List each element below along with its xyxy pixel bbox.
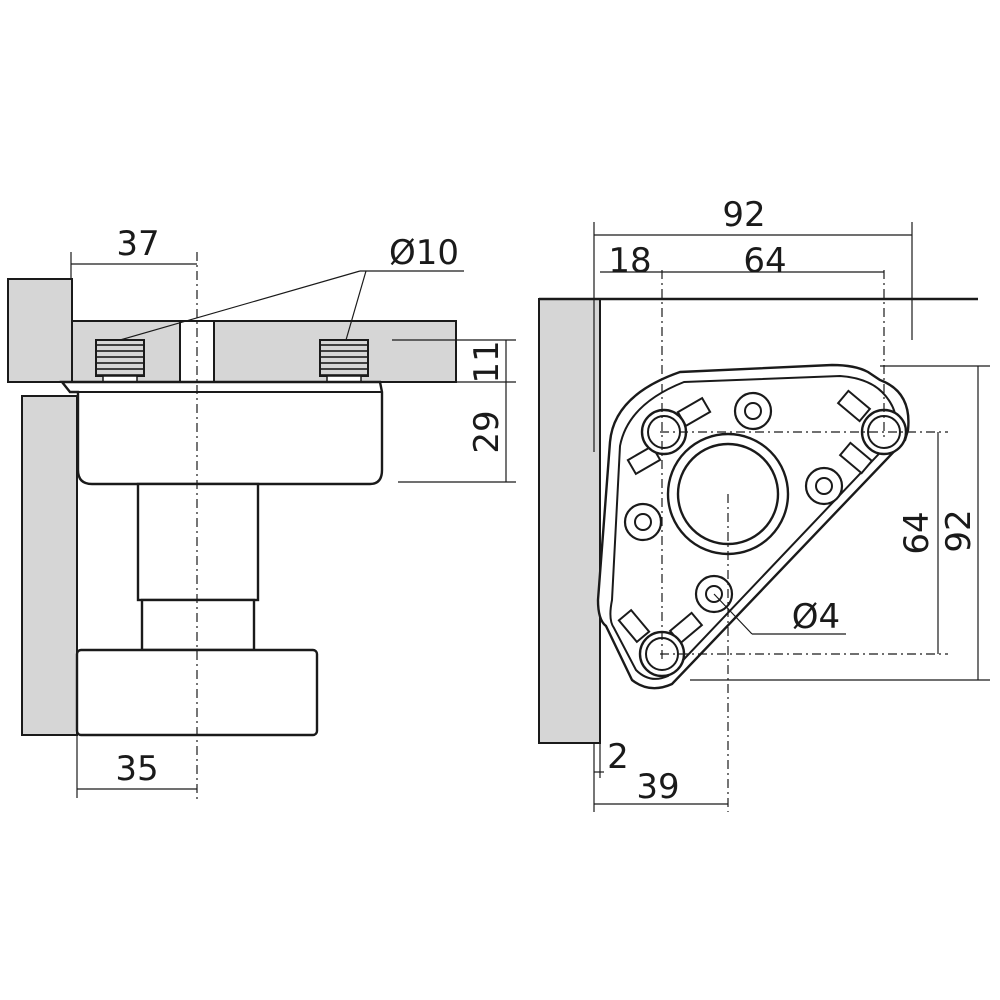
upper-left-panel	[7, 278, 73, 383]
dim-64-top-label: 64	[743, 241, 786, 281]
dim-11-label: 11	[467, 340, 507, 383]
threaded-insert-left	[95, 339, 145, 383]
dim-92-top-label: 92	[722, 195, 765, 235]
dim-35-label: 35	[115, 749, 158, 789]
dim-29-label: 29	[467, 410, 507, 453]
leg-cylinder-lower	[140, 598, 256, 652]
dim-2-label: 2	[607, 737, 629, 777]
side-view: 37 Ø10 11 29 35	[7, 224, 516, 800]
leader-hole-left	[119, 270, 361, 341]
top-view: 92 18 64 64 92 Ø4 2 39	[538, 195, 990, 812]
dim-92-right-label: 92	[939, 509, 979, 552]
dim-64-right-label: 64	[897, 511, 937, 554]
leg-cylinder-upper	[136, 482, 260, 602]
cabinet-side-panel	[538, 298, 601, 744]
dim-small-hole-label: Ø4	[792, 597, 840, 637]
lower-left-panel	[21, 395, 78, 736]
dim-hole-diameter-label: Ø10	[389, 233, 459, 273]
mounting-plate	[59, 380, 384, 486]
leader-hole-right	[345, 270, 367, 341]
threaded-insert-right	[319, 339, 369, 383]
dim-39-label: 39	[636, 767, 679, 807]
leader-small-hole	[713, 593, 753, 635]
dim-37-label: 37	[116, 224, 159, 264]
dim-18-label: 18	[608, 241, 651, 281]
